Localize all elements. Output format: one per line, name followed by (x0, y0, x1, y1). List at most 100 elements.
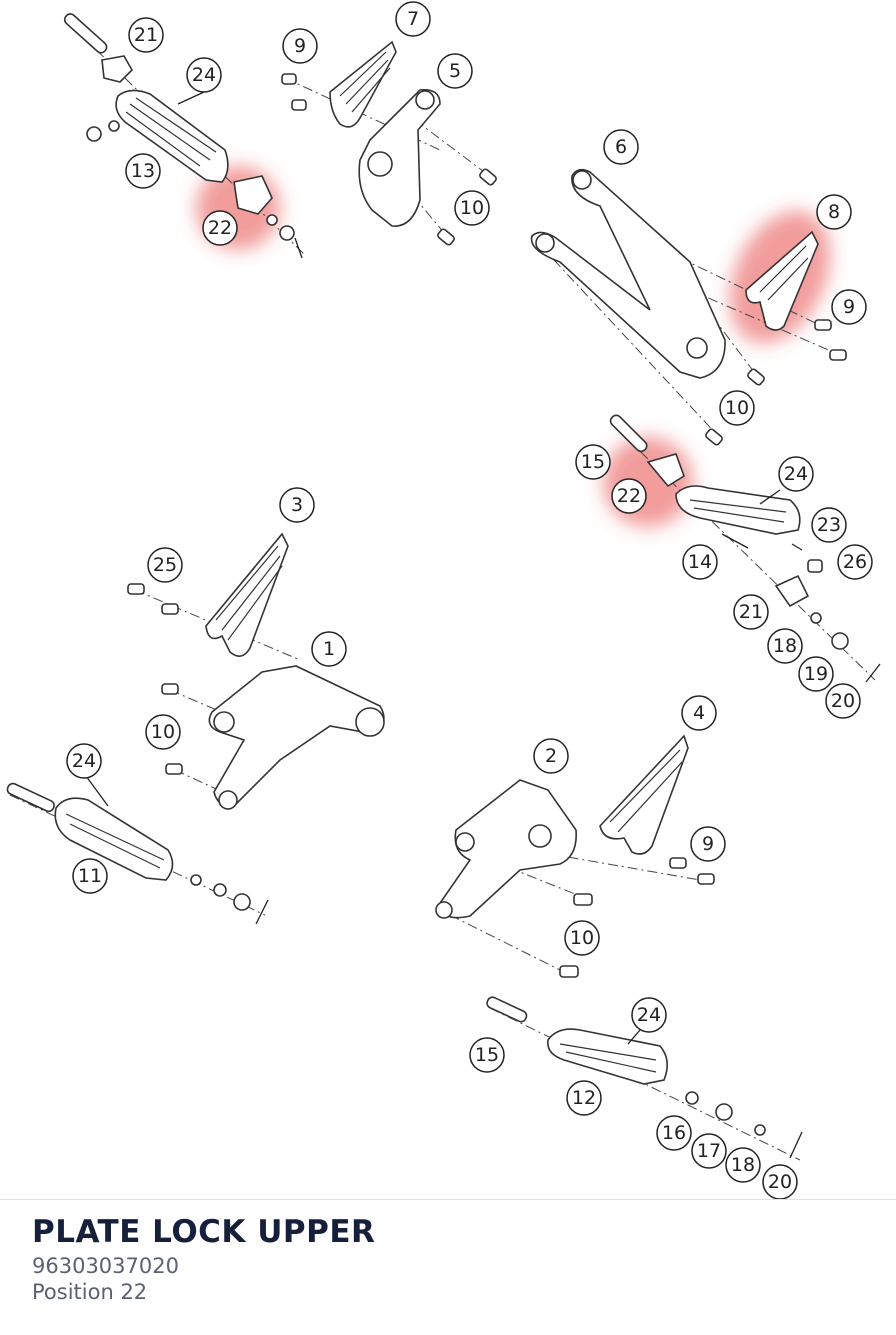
callout-22-lower[interactable]: 22 (611, 478, 647, 514)
svg-text:16: 16 (662, 1122, 686, 1144)
svg-text:18: 18 (773, 635, 797, 657)
front-right-bracket (437, 779, 577, 919)
callout-24[interactable]: 24 (186, 57, 222, 93)
callout-3[interactable]: 3 (279, 487, 315, 523)
heel-guard (329, 40, 397, 128)
callout-21[interactable]: 21 (128, 17, 164, 53)
plate-lock-upper-rear (646, 453, 685, 488)
callout-7[interactable]: 7 (395, 1, 431, 37)
part-position: Position 22 (32, 1280, 148, 1304)
svg-text:21: 21 (739, 601, 763, 623)
exploded-parts-diagram: 21 24 13 22 9 7 5 10 6 8 9 10 15 22 24 2… (6, 1, 881, 1200)
callout-10[interactable]: 10 (454, 190, 490, 226)
callout-14[interactable]: 14 (682, 544, 718, 580)
highlight-layer (196, 166, 831, 527)
rear-arm (530, 168, 726, 379)
plate-lock (101, 55, 133, 83)
callout-22-upper[interactable]: 22 (202, 210, 238, 246)
heel-guard-front (205, 532, 289, 657)
heel-guard-right (599, 734, 689, 855)
svg-text:13: 13 (131, 160, 155, 182)
pin (63, 13, 108, 54)
callout-5[interactable]: 5 (437, 53, 473, 89)
callout-layer: 21 24 13 22 9 7 5 10 6 8 9 10 15 22 24 2… (66, 1, 873, 1200)
svg-text:26: 26 (843, 551, 867, 573)
callout-9[interactable]: 9 (690, 826, 726, 862)
bracket-assembly-top-center (281, 40, 497, 246)
callout-11[interactable]: 11 (72, 858, 108, 894)
callout-18[interactable]: 18 (767, 628, 803, 664)
callout-2[interactable]: 2 (533, 738, 569, 774)
callout-9[interactable]: 9 (282, 28, 318, 64)
footpeg-bottom (547, 1028, 668, 1085)
callout-26[interactable]: 26 (837, 544, 873, 580)
footpeg-assembly-bottom (486, 996, 803, 1161)
callout-12[interactable]: 12 (566, 1080, 602, 1116)
plate-lock-upper (233, 175, 273, 215)
svg-text:5: 5 (449, 60, 461, 82)
svg-text:24: 24 (192, 64, 216, 86)
callout-10[interactable]: 10 (564, 920, 600, 956)
heel-guard-rear (745, 230, 819, 331)
callout-20[interactable]: 20 (762, 1164, 798, 1200)
svg-text:9: 9 (702, 833, 714, 855)
front-bracket-assembly (6, 532, 385, 925)
callout-20[interactable]: 20 (825, 683, 861, 719)
callout-13[interactable]: 13 (125, 153, 161, 189)
callout-10[interactable]: 10 (719, 390, 755, 426)
svg-text:10: 10 (460, 197, 484, 219)
svg-text:1: 1 (323, 638, 335, 660)
highlight-22-lower (603, 437, 693, 527)
bracket (358, 88, 441, 227)
footpeg-front-left (54, 797, 174, 881)
svg-text:15: 15 (475, 1044, 499, 1066)
svg-text:8: 8 (828, 201, 840, 223)
footpeg-rear (675, 485, 801, 535)
svg-text:15: 15 (581, 451, 605, 473)
svg-text:9: 9 (843, 296, 855, 318)
callout-24[interactable]: 24 (631, 997, 667, 1033)
callout-1[interactable]: 1 (311, 631, 347, 667)
callout-8[interactable]: 8 (816, 194, 852, 230)
callout-24[interactable]: 24 (66, 743, 102, 779)
part-info-panel: PLATE LOCK UPPER 96303037020 Position 22 (32, 1214, 375, 1304)
svg-text:21: 21 (134, 24, 158, 46)
svg-text:4: 4 (693, 702, 705, 724)
rear-arm-assembly (530, 168, 847, 446)
svg-text:2: 2 (545, 745, 557, 767)
svg-text:23: 23 (817, 514, 841, 536)
callout-15[interactable]: 15 (575, 444, 611, 480)
svg-text:9: 9 (294, 35, 306, 57)
callout-24[interactable]: 24 (778, 456, 814, 492)
svg-text:24: 24 (72, 750, 96, 772)
svg-text:11: 11 (78, 865, 102, 887)
callout-16[interactable]: 16 (656, 1115, 692, 1151)
callout-6[interactable]: 6 (603, 129, 639, 165)
callout-18[interactable]: 18 (725, 1147, 761, 1183)
front-bracket (208, 665, 385, 808)
svg-text:22: 22 (617, 485, 641, 507)
svg-text:24: 24 (784, 463, 808, 485)
leader-lines (85, 91, 781, 1045)
callout-23[interactable]: 23 (811, 507, 847, 543)
callout-4[interactable]: 4 (681, 695, 717, 731)
svg-text:22: 22 (208, 217, 232, 239)
svg-text:10: 10 (151, 721, 175, 743)
callout-17[interactable]: 17 (691, 1133, 727, 1169)
part-name: PLATE LOCK UPPER (32, 1214, 376, 1250)
svg-text:20: 20 (768, 1171, 792, 1193)
part-number: 96303037020 (32, 1254, 179, 1278)
svg-text:7: 7 (407, 8, 419, 30)
divider (0, 1199, 896, 1200)
callout-21[interactable]: 21 (733, 594, 769, 630)
callout-15[interactable]: 15 (469, 1037, 505, 1073)
callout-9[interactable]: 9 (831, 289, 867, 325)
callout-25[interactable]: 25 (147, 547, 183, 583)
svg-text:14: 14 (688, 551, 712, 573)
svg-text:10: 10 (725, 397, 749, 419)
svg-text:20: 20 (831, 690, 855, 712)
svg-text:24: 24 (637, 1004, 661, 1026)
callout-19[interactable]: 19 (798, 656, 834, 692)
front-right-bracket-assembly (435, 734, 715, 978)
callout-10[interactable]: 10 (145, 714, 181, 750)
